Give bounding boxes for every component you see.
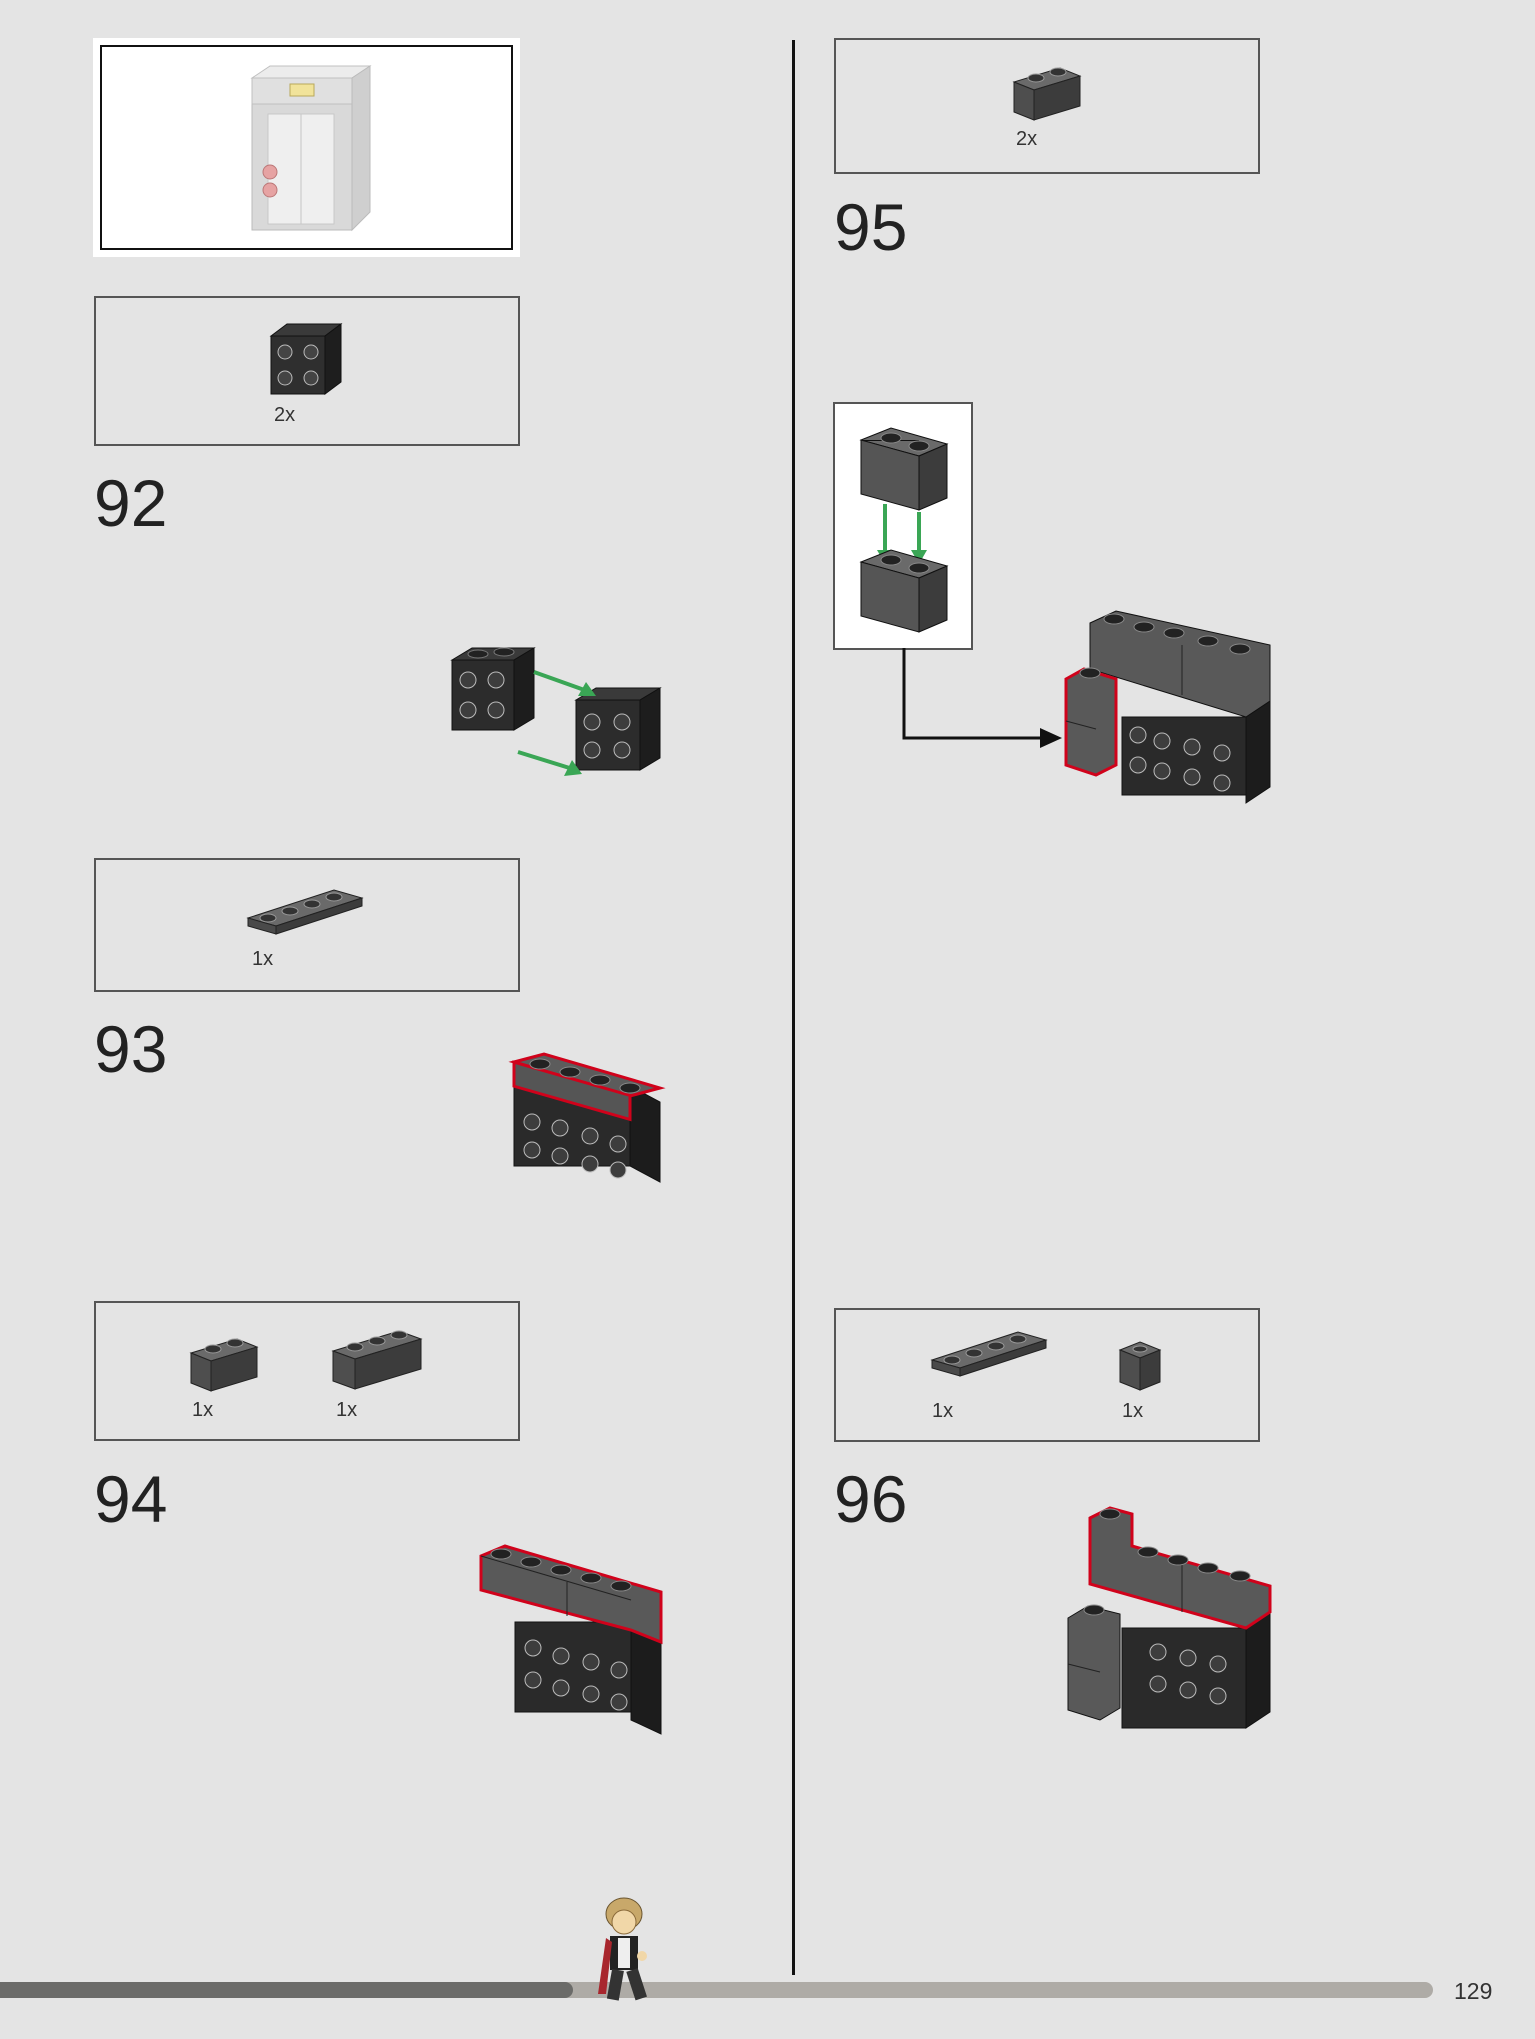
column-divider <box>792 40 795 1975</box>
part-quantity: 1x <box>932 1400 954 1422</box>
brick-1x2-studs-on-side-icon <box>269 323 343 395</box>
parts-box-step-95: 2x <box>834 38 1260 174</box>
part-quantity: 2x <box>1016 128 1038 150</box>
elevator-door-model-icon <box>250 65 372 232</box>
step-95-assembly-illustration <box>1064 610 1271 804</box>
step-number-92: 92 <box>94 466 168 540</box>
callout-arrow <box>902 648 1062 748</box>
step-96-assembly-illustration <box>1067 1506 1272 1729</box>
part-quantity: 1x <box>252 948 274 970</box>
part-quantity: 1x <box>192 1399 214 1421</box>
parts-box-step-96: 1x 1x <box>834 1308 1260 1442</box>
parts-box-step-92: 2x <box>94 296 520 446</box>
progress-fill <box>0 1982 574 1998</box>
parts-box-step-94: 1x 1x <box>94 1301 520 1441</box>
plate-1x4-icon <box>246 889 364 935</box>
step-number-94: 94 <box>94 1462 168 1536</box>
step-number-95: 95 <box>834 190 908 264</box>
step-93-assembly-illustration <box>508 1052 666 1183</box>
step-number-96: 96 <box>834 1462 908 1536</box>
sub-assembly-illustration <box>859 427 949 633</box>
sub-assembly-callout <box>833 402 973 650</box>
part-quantity: 1x <box>336 1399 358 1421</box>
brick-1x2-icon <box>1012 67 1082 121</box>
step-94-assembly-illustration <box>479 1544 663 1735</box>
part-quantity: 1x <box>1122 1400 1144 1422</box>
brick-1x3-icon <box>331 1330 423 1390</box>
page-number: 129 <box>1454 1978 1493 2004</box>
plate-1x4-icon <box>930 1331 1048 1377</box>
brick-1x2-icon <box>189 1338 259 1392</box>
submodel-preview-frame <box>100 45 513 250</box>
brick-1x1-icon <box>1118 1341 1162 1391</box>
step-number-93: 93 <box>94 1012 168 1086</box>
step-92-assembly-illustration <box>450 647 662 776</box>
part-quantity: 2x <box>274 404 296 426</box>
parts-box-step-93: 1x <box>94 858 520 992</box>
submodel-preview <box>93 38 520 257</box>
minifigure-walking-icon <box>598 1897 647 2001</box>
